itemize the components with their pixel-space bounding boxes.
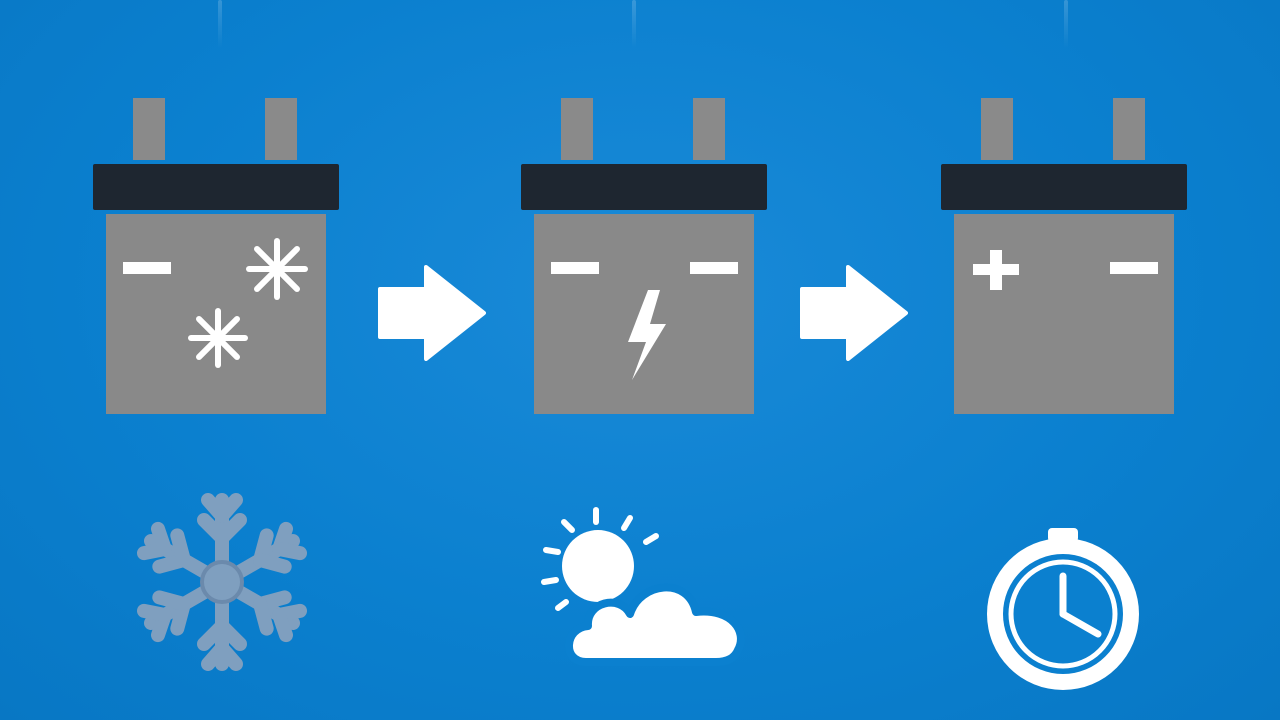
plus-icon <box>973 250 1019 290</box>
battery-cap <box>93 164 339 210</box>
battery-terminal <box>561 98 593 160</box>
battery-terminal <box>981 98 1013 160</box>
minus-icon <box>551 262 599 274</box>
battery-terminal <box>133 98 165 160</box>
snowflake-icon <box>246 238 308 300</box>
arrow-right-icon <box>800 265 908 361</box>
battery-body <box>534 214 754 414</box>
minus-icon <box>123 262 171 274</box>
minus-icon <box>1110 262 1158 274</box>
clock-icon <box>987 528 1139 690</box>
battery-cold <box>93 98 339 416</box>
light-streak <box>218 0 222 48</box>
light-streak <box>632 0 636 48</box>
battery-body <box>954 214 1174 414</box>
battery-cap <box>941 164 1187 210</box>
minus-icon <box>690 262 738 274</box>
snowflake-icon <box>136 493 308 671</box>
arrow-right-icon <box>378 265 486 361</box>
lightning-icon <box>628 290 666 380</box>
light-streak <box>1064 0 1068 48</box>
battery-cap <box>521 164 767 210</box>
battery-terminal <box>693 98 725 160</box>
battery-terminal <box>265 98 297 160</box>
battery-terminal <box>1113 98 1145 160</box>
sun-cloud-icon <box>541 507 745 666</box>
snowflake-icon <box>188 308 248 368</box>
battery-charged <box>941 98 1187 416</box>
battery-charging <box>521 98 767 416</box>
battery-body <box>106 214 326 414</box>
